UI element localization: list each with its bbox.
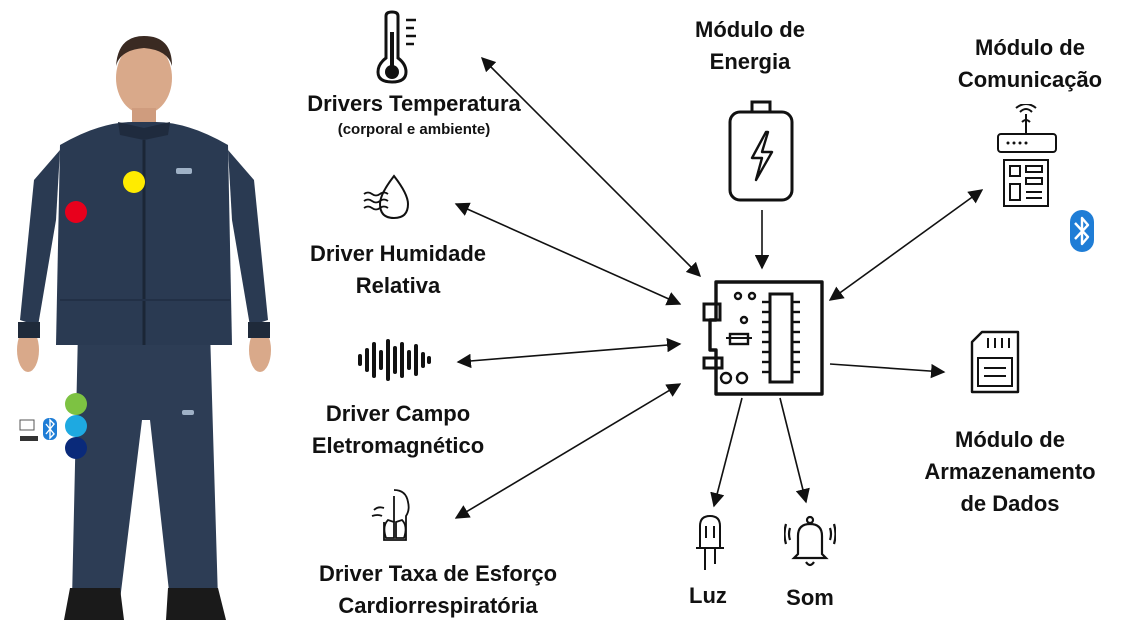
arrow-esforco bbox=[454, 383, 682, 519]
battery-icon bbox=[728, 100, 794, 202]
bluetooth-icon bbox=[1070, 210, 1094, 252]
sound-wave-icon bbox=[358, 339, 431, 381]
label-comunicacao-line1: Módulo de bbox=[975, 35, 1085, 60]
label-energia-line2: Energia bbox=[709, 49, 791, 74]
right-boot bbox=[166, 588, 226, 620]
label-armazenamento-line3: de Dados bbox=[960, 491, 1060, 516]
head bbox=[116, 42, 172, 114]
left-sleeve bbox=[20, 150, 60, 326]
label-modulo-armazenamento: Módulo de Armazenamento de Dados bbox=[900, 424, 1120, 520]
sensor-dot-chest bbox=[123, 171, 145, 193]
water-drop-icon bbox=[363, 174, 410, 220]
sensor-dot-arm bbox=[65, 201, 87, 223]
lungs-icon bbox=[371, 489, 410, 541]
label-modulo-comunicacao: Módulo de Comunicação bbox=[940, 32, 1120, 96]
label-temperatura-title: Drivers Temperatura bbox=[307, 91, 521, 116]
label-luz: Luz bbox=[689, 583, 727, 608]
label-humidade-line1: Driver Humidade bbox=[309, 241, 487, 266]
small-bluetooth-icon bbox=[43, 418, 57, 440]
label-drivers-temperatura: Drivers Temperatura (corporal e ambiente… bbox=[264, 88, 564, 140]
arrow-comunicacao bbox=[828, 189, 984, 301]
label-campo-line2: Eletromagnético bbox=[311, 433, 485, 458]
jacket-logo bbox=[176, 168, 192, 174]
label-temperatura-subtitle: (corporal e ambiente) bbox=[337, 121, 491, 138]
label-energia-line1: Módulo de bbox=[695, 17, 805, 42]
arrow-campo bbox=[456, 337, 682, 369]
label-driver-campo: Driver Campo Eletromagnético bbox=[266, 398, 530, 462]
label-som: Som bbox=[786, 585, 834, 610]
label-driver-humidade: Driver Humidade Relativa bbox=[266, 238, 530, 302]
label-esforco-line1: Driver Taxa de Esforço bbox=[318, 561, 558, 586]
person-illustration bbox=[17, 36, 271, 620]
label-comunicacao-line2: Comunicação bbox=[957, 67, 1103, 92]
led-icon bbox=[696, 514, 724, 570]
circuit-board-icon bbox=[702, 280, 824, 396]
sensor-dot-leg-2 bbox=[65, 415, 87, 437]
neck bbox=[132, 108, 156, 126]
sensor-dot-leg-1 bbox=[65, 393, 87, 415]
arrow-luz bbox=[710, 397, 743, 508]
hair bbox=[116, 36, 172, 66]
arrow-armazenamento bbox=[829, 363, 946, 379]
right-sleeve bbox=[228, 150, 268, 326]
label-armazenamento-line2: Armazenamento bbox=[924, 459, 1096, 484]
label-campo-line1: Driver Campo bbox=[325, 401, 471, 426]
right-hand bbox=[249, 328, 271, 372]
arrow-humidade bbox=[454, 202, 682, 306]
arrow-som bbox=[779, 397, 810, 504]
label-humidade-line2: Relativa bbox=[355, 273, 441, 298]
trousers bbox=[72, 330, 218, 600]
router-icon bbox=[997, 104, 1057, 207]
small-module-icon bbox=[19, 419, 38, 441]
bell-icon bbox=[784, 515, 836, 567]
left-hand bbox=[17, 328, 39, 372]
sd-card-icon bbox=[970, 330, 1020, 394]
sensor-dot-leg-3 bbox=[65, 437, 87, 459]
label-armazenamento-line1: Módulo de bbox=[955, 427, 1065, 452]
thermometer-icon bbox=[376, 10, 416, 84]
label-modulo-energia: Módulo de Energia bbox=[660, 14, 840, 78]
label-esforco-line2: Cardiorrespiratória bbox=[338, 593, 538, 618]
label-driver-esforco: Driver Taxa de Esforço Cardiorrespiratór… bbox=[270, 558, 606, 622]
left-boot bbox=[64, 588, 124, 620]
